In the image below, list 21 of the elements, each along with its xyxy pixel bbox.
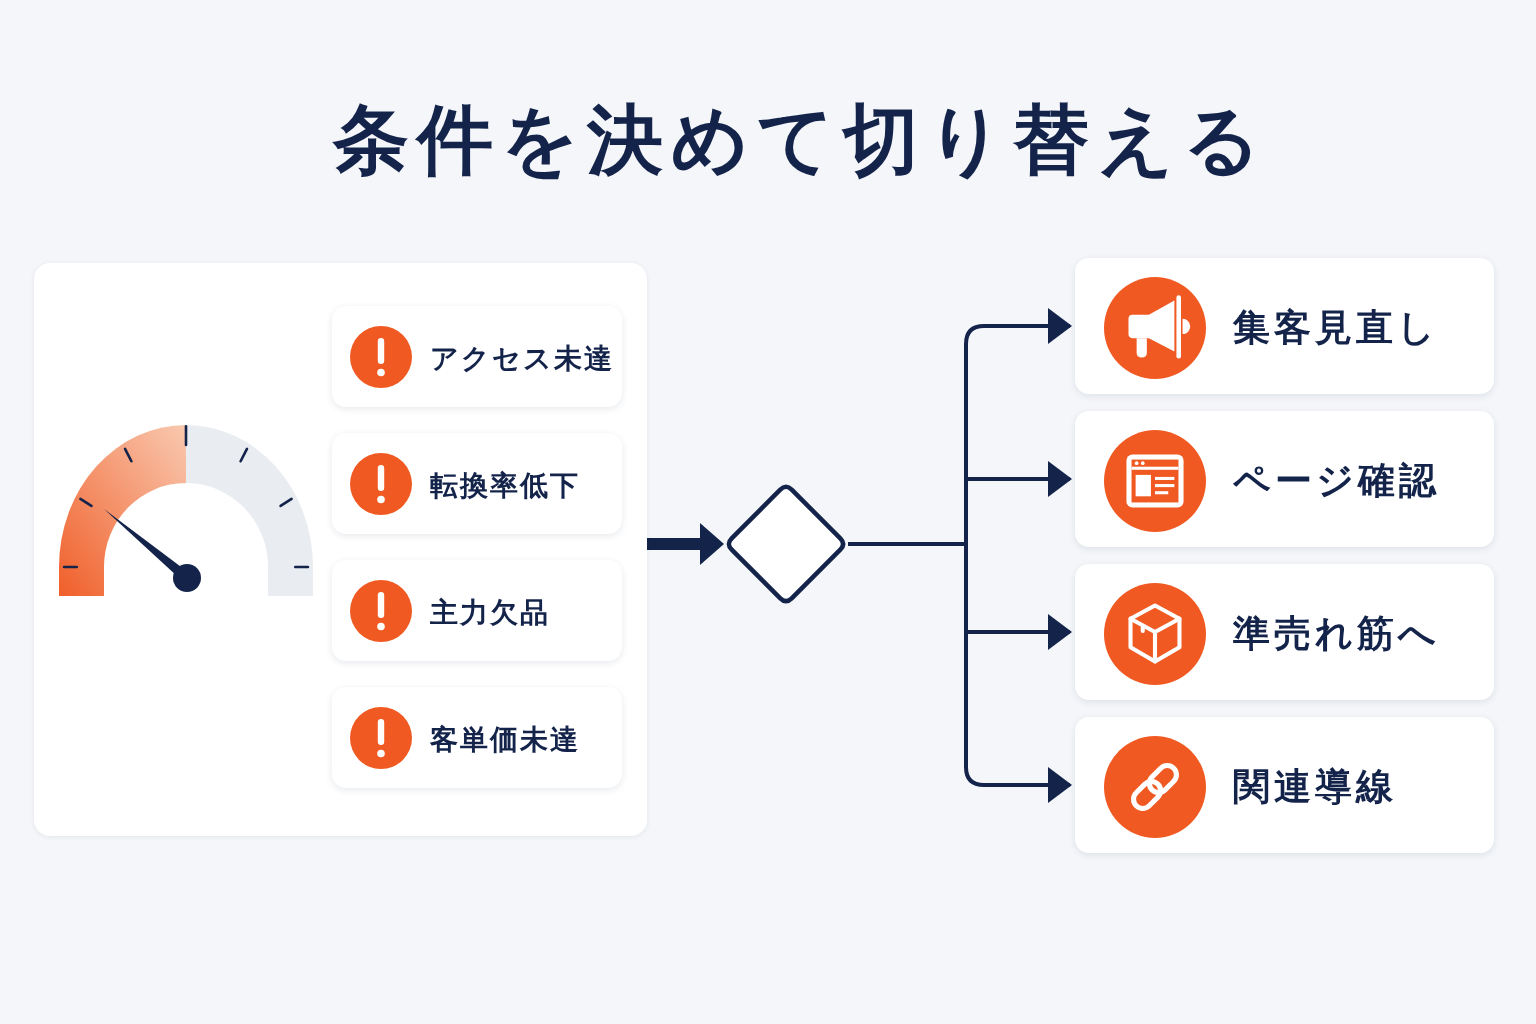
condition-label: 転換率低下 bbox=[430, 468, 580, 504]
condition-card bbox=[332, 433, 622, 534]
action-label: 集客見直し bbox=[1233, 305, 1439, 351]
decision-diamond bbox=[724, 482, 848, 606]
arrow bbox=[848, 542, 1072, 803]
condition-label: アクセス未達 bbox=[430, 341, 614, 377]
condition-card bbox=[332, 687, 622, 788]
condition-label: 主力欠品 bbox=[430, 595, 550, 631]
title: 条件を決めて切り替える bbox=[333, 94, 1269, 186]
action-card bbox=[1075, 564, 1494, 700]
panel bbox=[34, 263, 647, 836]
action-label: 関連導線 bbox=[1233, 764, 1397, 810]
arrow bbox=[647, 523, 724, 565]
action-label: ページ確認 bbox=[1233, 458, 1440, 504]
condition-card bbox=[332, 306, 622, 407]
action-card bbox=[1075, 258, 1494, 394]
action-card bbox=[1075, 717, 1494, 853]
action-label: 準売れ筋へ bbox=[1233, 611, 1440, 657]
action-card bbox=[1075, 411, 1494, 547]
condition-card bbox=[332, 560, 622, 661]
condition-label: 客単価未達 bbox=[430, 722, 580, 758]
